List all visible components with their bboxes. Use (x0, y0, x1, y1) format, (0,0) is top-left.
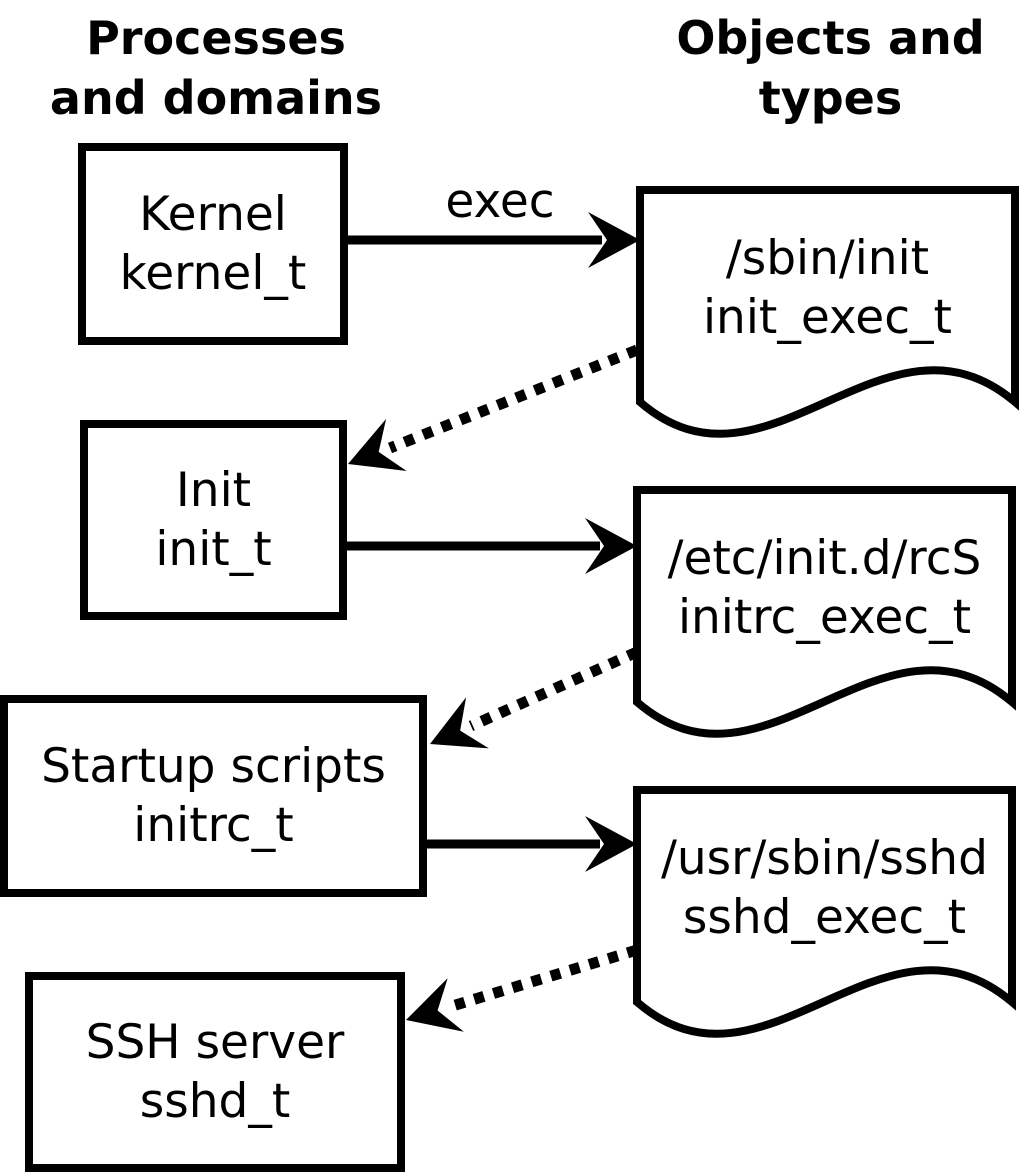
sshd-exec-doc-label: /usr/sbin/sshd sshd_exec_t (637, 790, 1012, 1002)
init-exec-doc-label: /sbin/init init_exec_t (640, 190, 1015, 402)
init-exec-doc-type: init_exec_t (703, 290, 952, 345)
init-box-type: init_t (155, 522, 272, 577)
column-header-objects: Objects and types (628, 8, 1024, 128)
init-exec-doc-shape (636, 186, 1019, 438)
initrc-exec-doc-label: /etc/init.d/rcS initrc_exec_t (637, 490, 1012, 702)
exec-arrowhead-1-icon (588, 212, 640, 268)
ssh-server-box-label: SSH server (85, 1015, 345, 1070)
initrc-exec-doc-type: initrc_exec_t (677, 590, 972, 645)
transition-arrowhead-2-icon (430, 697, 489, 749)
sshd-exec-doc-path: /usr/sbin/sshd (661, 831, 988, 886)
exec-arrowhead-2-icon (585, 518, 637, 574)
column-header-processes-line2: and domains (49, 71, 383, 125)
exec-arrowhead-3-icon (585, 816, 637, 872)
startup-scripts-box-type: initrc_t (133, 798, 294, 853)
transition-arrow-line-3 (447, 944, 639, 1013)
initrc-exec-doc-shape (633, 486, 1016, 738)
initrc-exec-doc-path: /etc/init.d/rcS (667, 531, 982, 586)
exec-arrow-label: exec (445, 174, 555, 229)
column-header-objects-line1: Objects and (676, 11, 985, 65)
kernel-box: Kernel kernel_t (78, 143, 348, 345)
transition-arrow-line-2 (468, 646, 640, 732)
ssh-server-box: SSH server sshd_t (25, 972, 405, 1172)
transition-arrowhead-1-icon (348, 418, 407, 471)
ssh-server-box-type: sshd_t (139, 1074, 291, 1129)
init-exec-doc-path: /sbin/init (725, 231, 930, 286)
sshd-exec-doc-shape (633, 786, 1016, 1038)
sshd-exec-doc-type: sshd_exec_t (682, 890, 967, 945)
kernel-box-type: kernel_t (119, 246, 307, 301)
transition-arrow-line-1 (387, 344, 640, 454)
kernel-box-label: Kernel (139, 187, 287, 242)
startup-scripts-box: Startup scripts initrc_t (0, 695, 427, 897)
transition-arrowhead-3-icon (406, 978, 464, 1032)
init-box-label: Init (175, 463, 252, 518)
column-header-processes: Processes and domains (0, 8, 432, 128)
column-header-objects-line2: types (758, 71, 903, 125)
column-header-processes-line1: Processes (86, 11, 346, 65)
init-box: Init init_t (80, 420, 347, 620)
startup-scripts-box-label: Startup scripts (41, 739, 386, 794)
